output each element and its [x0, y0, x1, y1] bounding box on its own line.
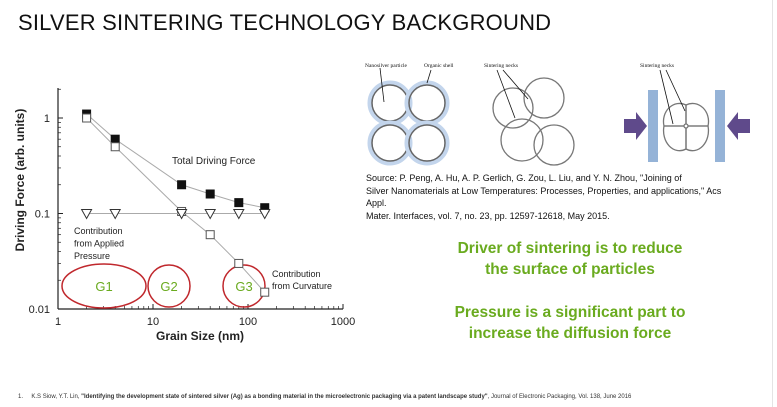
- data-point-pressure: [204, 209, 217, 220]
- annotation-total: Total Driving Force: [172, 156, 256, 167]
- data-point-curvature: [260, 287, 270, 297]
- footnote-authors: K.S Siow, Y.T. Lin,: [31, 394, 82, 400]
- y-axis-title: Driving Force (arb. units): [13, 109, 27, 252]
- y-tick-label: 0.01: [29, 304, 50, 316]
- data-point-pressure: [175, 209, 188, 220]
- data-point-curvature: [234, 258, 244, 268]
- data-point-pressure: [109, 209, 122, 220]
- y-tick-label: 0.1: [35, 209, 50, 221]
- x-tick-label: 100: [239, 316, 257, 328]
- footnote-title: "Identifying the development state of si…: [81, 394, 488, 400]
- pressure-arrow-left-icon: [624, 112, 647, 140]
- data-point-pressure: [258, 209, 271, 220]
- annotation-pressure: Contribution: [74, 226, 123, 236]
- series-line: [86, 117, 266, 293]
- chart-series: [80, 109, 271, 297]
- data-point-total: [177, 180, 187, 190]
- source-citation: Source: P. Peng, A. Hu, A. P. Gerlich, G…: [366, 172, 726, 222]
- sintered-particles: [492, 69, 575, 166]
- region-label: G1: [95, 279, 112, 294]
- data-point-curvature: [82, 113, 92, 123]
- slide-title: SILVER SINTERING TECHNOLOGY BACKGROUND: [18, 10, 552, 35]
- x-tick-label: 1000: [331, 316, 355, 328]
- annotation-pressure: from Applied: [74, 239, 124, 249]
- slide-edge-divider: [772, 0, 773, 407]
- nanoparticle-diagram: Nanosilver particle Organic shell Sinter…: [365, 63, 750, 166]
- region-ellipse-g3: [222, 264, 266, 308]
- grain-regions: G1 G2 G3: [61, 263, 266, 309]
- data-point-curvature: [205, 230, 215, 240]
- x-tick-label: 10: [147, 316, 159, 328]
- x-axis-title: Grain Size (nm): [156, 329, 244, 343]
- label-organic-shell: Organic shell: [424, 63, 454, 69]
- footnote-number: 1.: [18, 394, 24, 400]
- region-ellipse-g2: [147, 264, 191, 308]
- y-tick-label: 1: [44, 113, 50, 125]
- label-nanosilver-particle: Nanosilver particle: [365, 63, 408, 69]
- source-line: Silver Nanomaterials at Low Temperatures…: [366, 185, 722, 209]
- annotation-pressure: Pressure: [74, 251, 110, 261]
- key-point-line: the surface of particles: [485, 261, 655, 278]
- data-point-pressure: [232, 209, 245, 220]
- press-plate-right: [715, 90, 725, 162]
- data-point-total: [234, 198, 244, 208]
- label-sintering-necks-pressure: Sintering necks: [640, 63, 674, 69]
- key-point-line: Driver of sintering is to reduce: [457, 240, 683, 257]
- source-line: Source: P. Peng, A. Hu, A. P. Gerlich, G…: [366, 173, 682, 183]
- data-point-curvature: [110, 142, 120, 152]
- data-point-total: [110, 134, 120, 144]
- data-point-total: [205, 189, 215, 199]
- pressure-arrow-right-icon: [727, 112, 750, 140]
- key-point-pressure: Pressure is a significant part to increa…: [420, 302, 720, 344]
- key-point-line: increase the diffusion force: [468, 325, 672, 342]
- region-label: G2: [160, 279, 177, 294]
- annotation-curvature: from Curvature: [272, 281, 332, 291]
- x-tick-label: 1: [55, 316, 61, 328]
- data-point-total: [260, 203, 270, 213]
- press-plate-left: [648, 90, 658, 162]
- key-point-line: Pressure is a significant part to: [454, 304, 686, 321]
- data-point-pressure: [80, 209, 93, 220]
- source-line: Mater. Interfaces, vol. 7, no. 23, pp. 1…: [366, 210, 610, 221]
- label-sintering-necks: Sintering necks: [484, 63, 518, 69]
- region-ellipse-g1: [61, 263, 147, 309]
- pressure-sintering: [624, 69, 750, 162]
- footnote-journal: , Journal of Electronic Packaging, Vol. …: [487, 394, 632, 400]
- region-label: G3: [235, 279, 252, 294]
- annotation-curvature: Contribution: [272, 269, 321, 279]
- key-point-surface: Driver of sintering is to reduce the sur…: [420, 238, 720, 280]
- footnote: 1. K.S Siow, Y.T. Lin, "Identifying the …: [18, 394, 631, 400]
- particles-with-shell: [367, 67, 450, 166]
